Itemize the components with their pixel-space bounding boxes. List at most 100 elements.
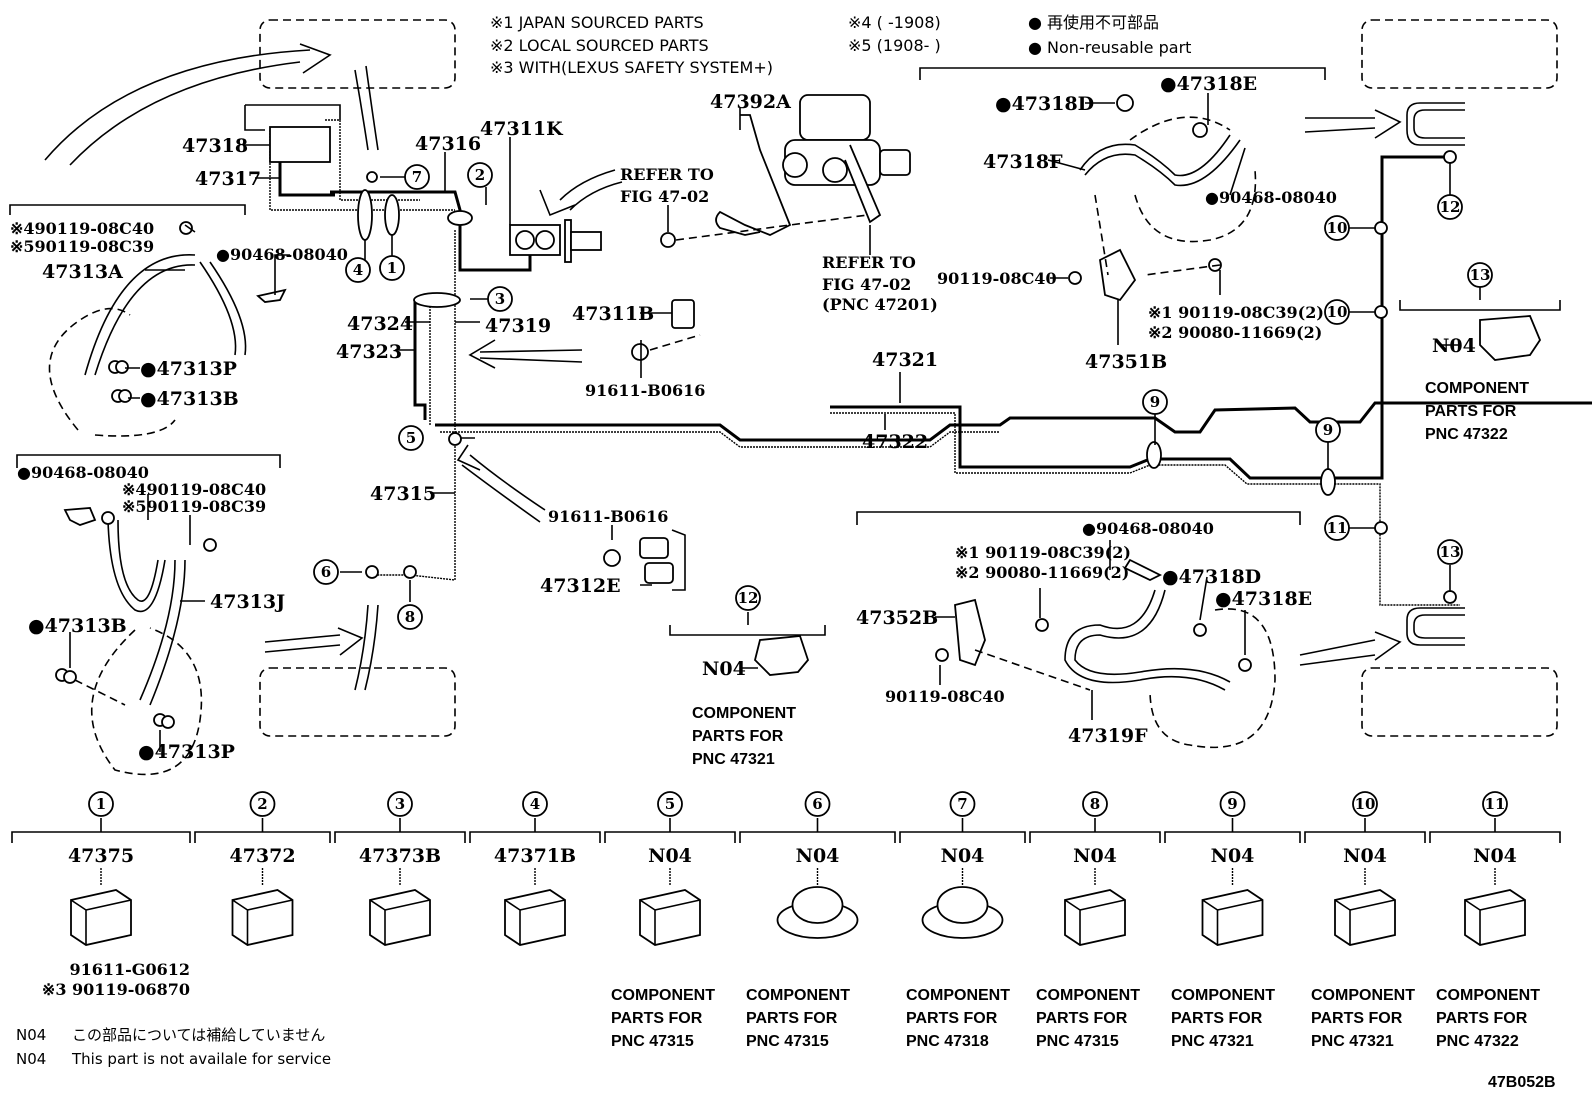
detail-part-number[interactable]: N04 (796, 845, 840, 867)
label-47352b[interactable]: 47352B (856, 607, 938, 629)
label-47313p[interactable]: ●47313P (140, 358, 237, 380)
part-47318f-hose (1068, 94, 1257, 302)
label-47319[interactable]: 47319 (485, 315, 551, 337)
detail-part-number[interactable]: 47371B (494, 845, 576, 867)
detail-part-number[interactable]: N04 (941, 845, 985, 867)
label-47323[interactable]: 47323 (336, 341, 402, 363)
callout-number-5: 5 (406, 429, 416, 447)
label-fr-note-2[interactable]: ※2 90080-11669(2) (1148, 323, 1322, 342)
label-rr-clip[interactable]: ●90468-08040 (1082, 519, 1214, 538)
detail-part-number[interactable]: N04 (648, 845, 692, 867)
label-91611-b0616-b[interactable]: 91611-B0616 (548, 507, 668, 526)
detail-callout-circle[interactable] (1352, 791, 1378, 817)
detail-part-number[interactable]: N04 (1473, 845, 1517, 867)
callout-circle-3[interactable] (487, 286, 513, 312)
label-rr-note-1[interactable]: ※1 90119-08C39(2) (955, 543, 1131, 562)
callout-number-13: 13 (1470, 266, 1491, 284)
callout-circle-7[interactable] (404, 164, 430, 190)
label-47316[interactable]: 47316 (415, 133, 481, 155)
detail-description-line: PARTS FOR (1436, 1010, 1528, 1027)
callout-circle-5[interactable] (398, 425, 424, 451)
callout-circle-9[interactable] (1315, 417, 1341, 443)
detail-part-number[interactable]: 47373B (359, 845, 441, 867)
label-fr-bolt[interactable]: 90119-08C40 (937, 269, 1057, 288)
label-n04-13[interactable]: N04 (1432, 335, 1476, 357)
detail-part-number[interactable]: N04 (1073, 845, 1117, 867)
label-47313j[interactable]: 47313J (210, 591, 285, 613)
legend-note-3: ※3 WITH(LEXUS SAFETY SYSTEM+) (490, 58, 773, 77)
detail-callout-circle[interactable] (249, 791, 276, 817)
label-47324[interactable]: 47324 (347, 313, 413, 335)
label-rl-47313b[interactable]: ●47313B (28, 615, 127, 637)
label-rl-clip[interactable]: ●90468-08040 (17, 463, 149, 482)
inset-12-desc-2: PARTS FOR (692, 728, 784, 745)
callout-circle-13[interactable] (1467, 262, 1493, 288)
label-47319f[interactable]: 47319F (1068, 725, 1148, 747)
clip-icon (1334, 889, 1396, 946)
detail-callout-circle[interactable] (804, 791, 831, 817)
detail-callout-circle[interactable] (1482, 791, 1508, 817)
detail-sub-part[interactable]: 91611-G0612 (70, 960, 191, 979)
label-47311k[interactable]: 47311K (480, 118, 564, 140)
callout-circle-9[interactable] (1142, 389, 1168, 415)
detail-callout-circle[interactable] (88, 791, 114, 817)
label-47311b[interactable]: 47311B (572, 303, 654, 325)
refer-fig-label[interactable]: FIG 47-02 (620, 187, 709, 206)
label-rr-bolt[interactable]: 90119-08C40 (885, 687, 1005, 706)
label-47322[interactable]: 47322 (862, 431, 928, 453)
detail-callout-number: 3 (395, 795, 405, 813)
label-n04-12[interactable]: N04 (702, 658, 746, 680)
detail-sub-part[interactable]: ※3 90119-06870 (42, 980, 190, 999)
detail-part-number[interactable]: N04 (1343, 845, 1387, 867)
callout-circle-2[interactable] (467, 162, 493, 188)
clamp-oval-9b (1320, 468, 1336, 496)
label-fr-47318e[interactable]: ●47318E (1160, 73, 1257, 95)
label-rr-47318e[interactable]: ●47318E (1215, 588, 1312, 610)
label-47318f[interactable]: 47318F (983, 151, 1063, 173)
refer-pnc-label: (PNC 47201) (822, 295, 938, 314)
detail-callout-circle[interactable] (1082, 791, 1108, 817)
detail-callout-circle[interactable] (949, 791, 976, 817)
callout-circle-10[interactable] (1324, 299, 1350, 325)
refer-fig-label-2[interactable]: FIG 47-02 (822, 275, 911, 294)
callout-circle-13[interactable] (1437, 539, 1463, 565)
label-rr-note-2[interactable]: ※2 90080-11669(2) (955, 563, 1129, 582)
callout-circle-12[interactable] (735, 585, 761, 611)
detail-part-number[interactable]: N04 (1211, 845, 1255, 867)
label-47318[interactable]: 47318 (182, 135, 248, 157)
detail-callout-circle[interactable] (387, 791, 413, 817)
label-rl-bolt-4[interactable]: ※490119-08C40 (122, 480, 266, 499)
callout-circle-4[interactable] (345, 257, 371, 283)
callout-circle-12[interactable] (1437, 194, 1463, 220)
label-47317[interactable]: 47317 (195, 168, 261, 190)
detail-callout-circle[interactable] (522, 791, 548, 817)
label-fl-clip[interactable]: ●90468-08040 (216, 245, 348, 264)
callout-circle-6[interactable] (313, 559, 339, 585)
label-fl-bolt-4[interactable]: ※490119-08C40 (10, 219, 154, 238)
label-91611-b0616-a[interactable]: 91611-B0616 (585, 381, 705, 400)
label-47313a[interactable]: 47313A (42, 261, 123, 283)
label-47392a[interactable]: 47392A (710, 91, 791, 113)
clip-5 (448, 432, 462, 446)
detail-part-number[interactable]: 47372 (229, 845, 295, 867)
label-47351b[interactable]: 47351B (1085, 351, 1167, 373)
detail-part-number[interactable]: 47375 (68, 845, 134, 867)
label-47315[interactable]: 47315 (370, 483, 436, 505)
label-fr-note-1[interactable]: ※1 90119-08C39(2) (1148, 303, 1324, 322)
callout-circle-1[interactable] (379, 255, 405, 281)
label-47312e[interactable]: 47312E (540, 575, 621, 597)
label-fr-47318d[interactable]: ●47318D (995, 93, 1094, 115)
label-rl-47313p[interactable]: ●47313P (138, 741, 235, 763)
label-47313b[interactable]: ●47313B (140, 388, 239, 410)
callout-circle-8[interactable] (397, 604, 423, 630)
detail-callout-circle[interactable] (657, 791, 683, 817)
label-fr-clip[interactable]: ●90468-08040 (1205, 188, 1337, 207)
label-rr-47318d[interactable]: ●47318D (1162, 566, 1261, 588)
label-rl-bolt-5[interactable]: ※590119-08C39 (122, 497, 266, 516)
label-47321[interactable]: 47321 (872, 349, 938, 371)
label-fl-bolt-5[interactable]: ※590119-08C39 (10, 237, 154, 256)
callout-circle-10[interactable] (1324, 215, 1350, 241)
callout-circle-11[interactable] (1324, 515, 1350, 541)
detail-callout-circle[interactable] (1219, 791, 1246, 817)
